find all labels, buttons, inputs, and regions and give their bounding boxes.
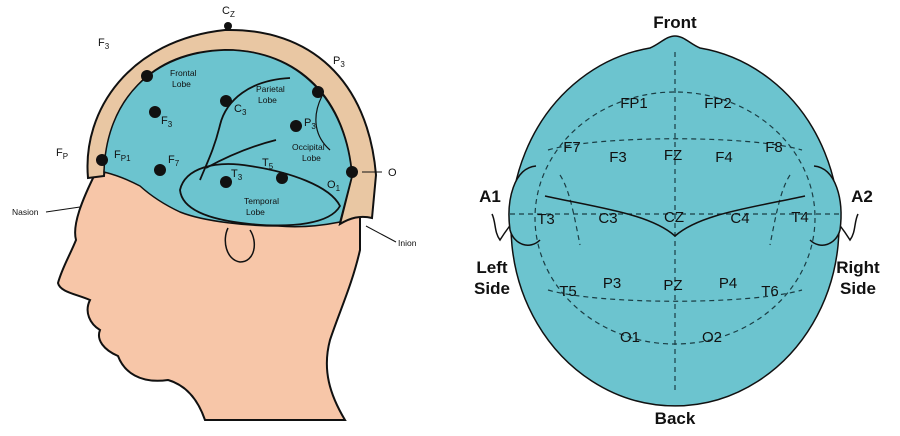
label-t3: T3 [231,168,243,182]
region-parietal-line1: Parietal [256,84,285,94]
label-f3-inner: F3 [161,115,173,129]
face-silhouette [56,170,361,421]
label-t5: T5 [262,157,274,171]
dot-o1 [346,166,358,178]
label-p3-outer: P3 [333,55,345,69]
lateral-fissure [205,139,277,169]
label-o-outer: O [388,167,397,179]
label-o1: O1 [327,179,341,193]
electrode-f8: F8 [765,139,783,156]
electrode-f4: F4 [715,149,733,166]
label-f3-outer: F3 [98,37,110,51]
inion-leader-line [365,225,397,243]
frontal-arc [547,138,803,151]
temporal-lobe [179,163,342,227]
parieto-occipital-line [315,95,331,151]
left-ear-flap [508,165,541,246]
electrode-a1: A1 [479,187,501,206]
right-ear-flap [809,165,842,246]
region-occipital-line1: Occipital [292,142,325,152]
dot-f7 [154,164,166,176]
electrode-a2: A2 [851,187,873,206]
label-nasion: Nasion [12,207,39,217]
electrode-f7: F7 [563,139,581,156]
electrode-p4: P4 [719,275,737,292]
top-view-head: Front Back Left Side Right Side FP1 FP2 … [474,13,880,428]
dot-p3 [290,120,302,132]
label-cz-side: CZ [222,5,235,19]
dot-t5 [276,172,288,184]
region-temporal-line2: Lobe [246,207,265,217]
left-coronal-arc [559,174,581,246]
electrode-fp2: FP2 [704,95,732,112]
electrode-pz: PZ [663,277,682,294]
electrode-fz: FZ [664,147,682,164]
back-label: Back [655,409,696,428]
electrode-o1: O1 [620,329,640,346]
left-side-line1: Left [476,258,508,277]
electrode-t5: T5 [559,283,577,300]
right-side-line2: Side [840,279,876,298]
ear [224,227,256,263]
circumference-ring [534,91,816,345]
label-f7: F7 [168,154,180,168]
top-electrode-labels: FP1 FP2 F7 F3 FZ F4 F8 A1 T3 C3 CZ C4 T4… [479,95,873,346]
dot-fp1 [96,154,108,166]
label-fp1: FP1 [114,149,131,163]
dot-f3-top [141,70,153,82]
left-side-line2: Side [474,279,510,298]
dot-f3 [149,106,161,118]
electrode-p3: P3 [603,275,621,292]
electrode-fp1: FP1 [620,95,648,112]
dot-p3-top [312,86,324,98]
electrode-t6: T6 [761,283,779,300]
dot-c3 [220,95,232,107]
label-c3: C3 [234,103,247,117]
label-inion: Inion [398,238,417,248]
region-temporal-line1: Temporal [244,196,279,206]
electrode-t4: T4 [791,209,809,226]
label-p3: P3 [304,117,316,131]
electrode-f3: F3 [609,149,627,166]
electrode-t3: T3 [537,211,555,228]
label-fp-outer: FP [56,147,68,161]
right-side-line1: Right [836,258,880,277]
electrode-grid-lines [510,52,840,394]
electrode-o2: O2 [702,329,722,346]
dot-cz-side [224,22,232,30]
nasion-leader-line [45,206,81,213]
parietal-arc [547,289,803,302]
central-arc [544,195,806,237]
region-parietal-line2: Lobe [258,95,277,105]
side-view-head: CZ F3 P3 FP FP1 F3 F7 C3 P3 T3 T5 O1 O F… [12,5,417,421]
region-frontal-line2: Lobe [172,79,191,89]
central-sulcus [199,77,291,181]
side-electrode-dots [96,22,358,188]
region-occipital-line2: Lobe [302,153,321,163]
electrode-c4: C4 [730,210,749,227]
electrode-cz: CZ [664,209,684,226]
electrode-c3: C3 [598,210,617,227]
dot-t3 [220,176,232,188]
right-coronal-arc [769,174,791,246]
region-frontal-line1: Frontal [170,68,197,78]
front-label: Front [653,13,697,32]
